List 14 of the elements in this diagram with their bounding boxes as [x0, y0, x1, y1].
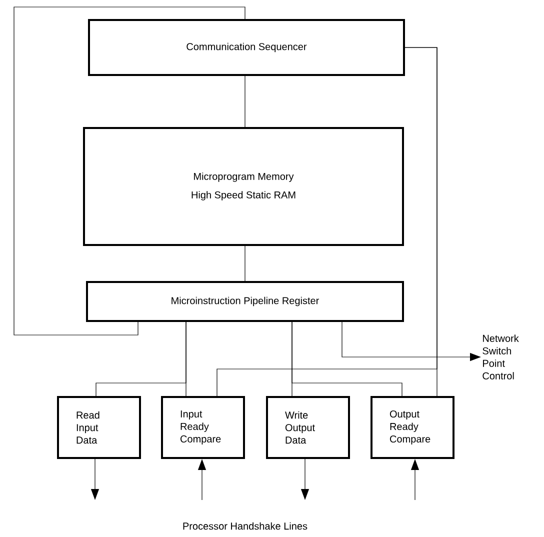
connector-line	[216, 47, 438, 396]
output-label: Network Switch Point Control	[482, 334, 519, 380]
connector-line	[244, 76, 246, 128]
process-box: Communication Sequencer	[88, 19, 405, 76]
process-box: Input Ready Compare	[161, 396, 245, 459]
process-box: Write Output Data	[266, 396, 350, 459]
connector-line	[14, 6, 246, 336]
process-box: Microinstruction Pipeline Register	[86, 281, 404, 322]
process-box: Output Ready Compare	[370, 396, 454, 459]
connector-line	[292, 322, 402, 396]
process-box: Microprogram Memory High Speed Static RAM	[83, 127, 404, 246]
process-box: Read Input Data	[57, 396, 141, 459]
caption-text: Processor Handshake Lines	[183, 522, 308, 530]
connector-line	[244, 246, 246, 282]
